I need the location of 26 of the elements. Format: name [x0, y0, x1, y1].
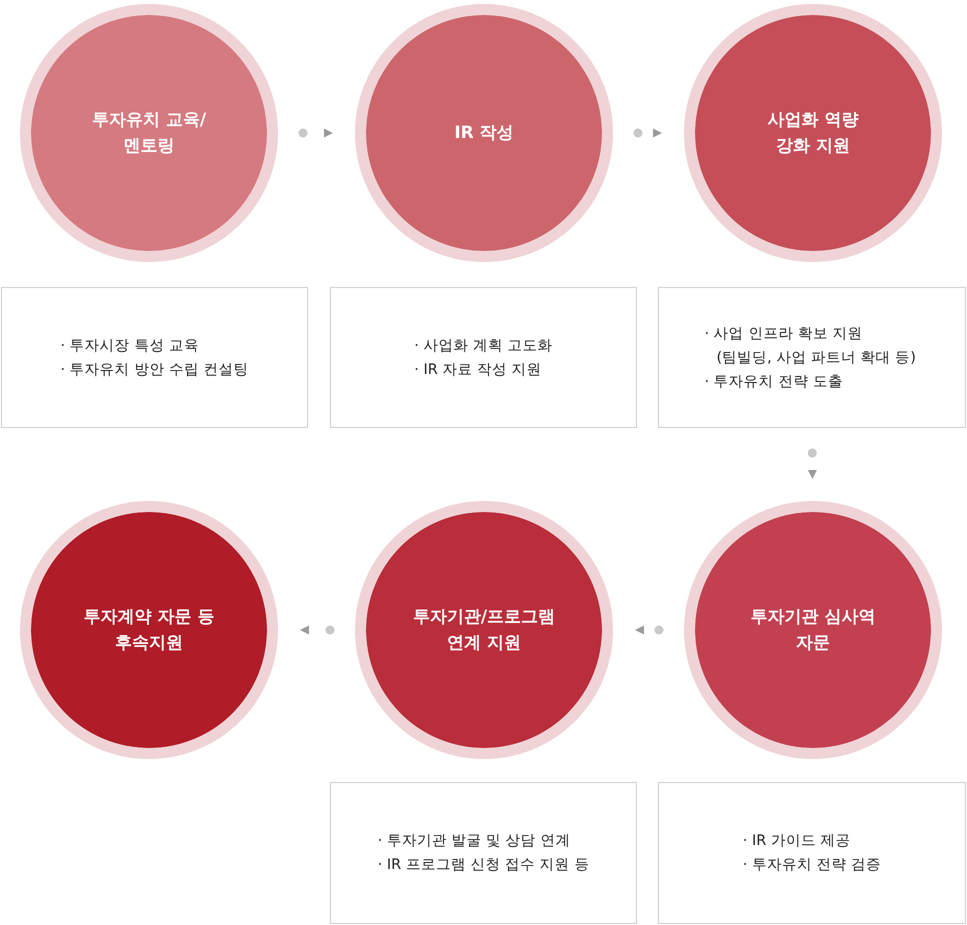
arrow [808, 448, 817, 479]
arrow [300, 626, 334, 634]
bullet-text: · 투자유치 방안 수립 컨설팅 [60, 360, 249, 380]
bullet-text: · IR 자료 작성 지원 [414, 360, 543, 380]
step-title: IR 작성 [453, 122, 515, 145]
detail-box [1, 287, 308, 428]
step-title: 투자계약 자문 등 후속지원 [82, 606, 216, 655]
arrow [635, 626, 664, 634]
step-title: 사업화 역량 강화 지원 [766, 109, 860, 158]
bullet-text: · 사업 인프라 확보 지원 (팀빌딩, 사업 파트너 확대 등) [704, 324, 917, 368]
bullet-text: · 투자유치 전략 도출 [704, 372, 844, 392]
detail-box [330, 287, 637, 428]
bullet-text: · 투자시장 특성 교육 [60, 336, 200, 356]
bullet-text: · 투자기관 발굴 및 상담 연계 [378, 832, 572, 851]
bullet-text: · 사업화 계획 고도화 [414, 336, 553, 356]
bullet-text: · IR 가이드 제공 [742, 832, 852, 851]
arrow [298, 128, 333, 138]
arrow [634, 128, 662, 138]
detail-box [330, 782, 637, 924]
bullet-text: · IR 프로그램 신청 접수 지원 등 [378, 856, 590, 875]
bullet-text: · 투자유치 전략 검증 [742, 856, 882, 875]
step-title: 투자기관/프로그램 연계 지원 [412, 606, 556, 655]
detail-box [658, 287, 966, 428]
step-title: 투자유치 교육/ 멘토링 [90, 109, 208, 158]
detail-box [658, 782, 966, 924]
step-title: 투자기관 심사역 자문 [750, 606, 876, 655]
